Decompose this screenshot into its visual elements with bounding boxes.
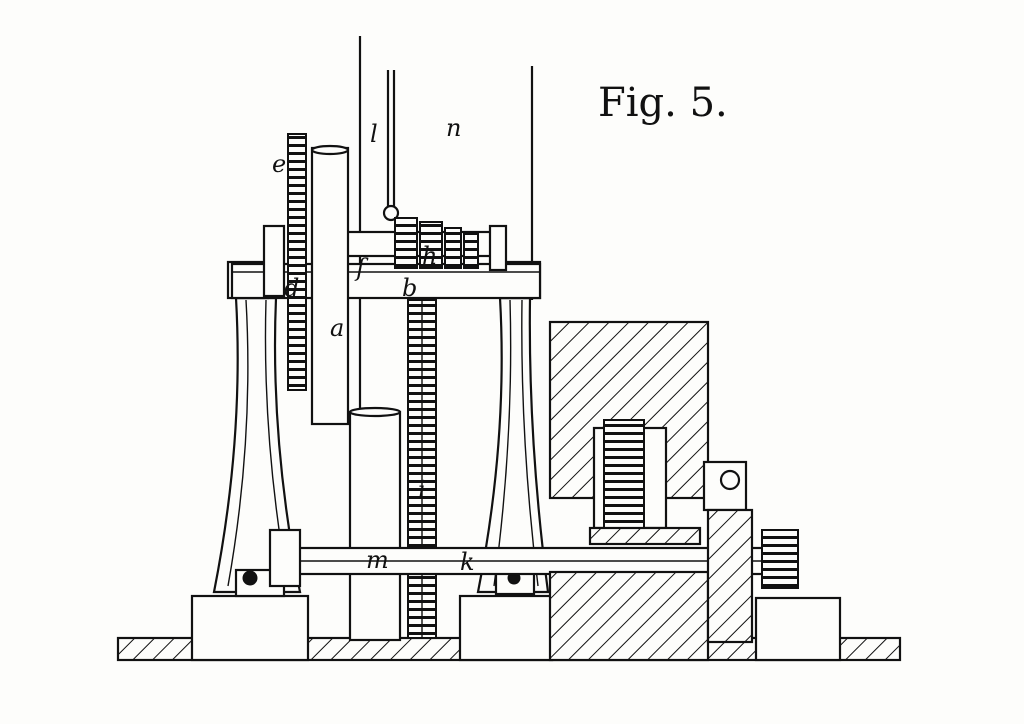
right-column	[476, 260, 550, 596]
upper-beam-b	[230, 224, 542, 300]
label-a: a	[330, 314, 344, 342]
label-l: l	[370, 120, 378, 148]
gear-stack-h	[394, 217, 479, 269]
roller-a	[310, 144, 350, 426]
gear-wheel-e	[287, 133, 307, 391]
label-d: d	[284, 274, 299, 302]
reference-labels: a b d e f h i k l m n	[272, 114, 475, 576]
label-e: e	[272, 150, 286, 178]
label-h: h	[422, 242, 437, 270]
label-k: k	[460, 548, 475, 576]
cylinder-m	[348, 406, 402, 642]
label-m: m	[366, 546, 389, 574]
gear-rack-i	[407, 299, 437, 639]
label-i: i	[418, 476, 426, 504]
lower-shaft-k	[268, 528, 799, 589]
hatched-housing	[548, 320, 754, 662]
foundation-blocks	[190, 594, 842, 662]
figure-title: Fig. 5.	[598, 80, 728, 126]
label-b: b	[402, 274, 417, 302]
label-n: n	[446, 114, 461, 142]
